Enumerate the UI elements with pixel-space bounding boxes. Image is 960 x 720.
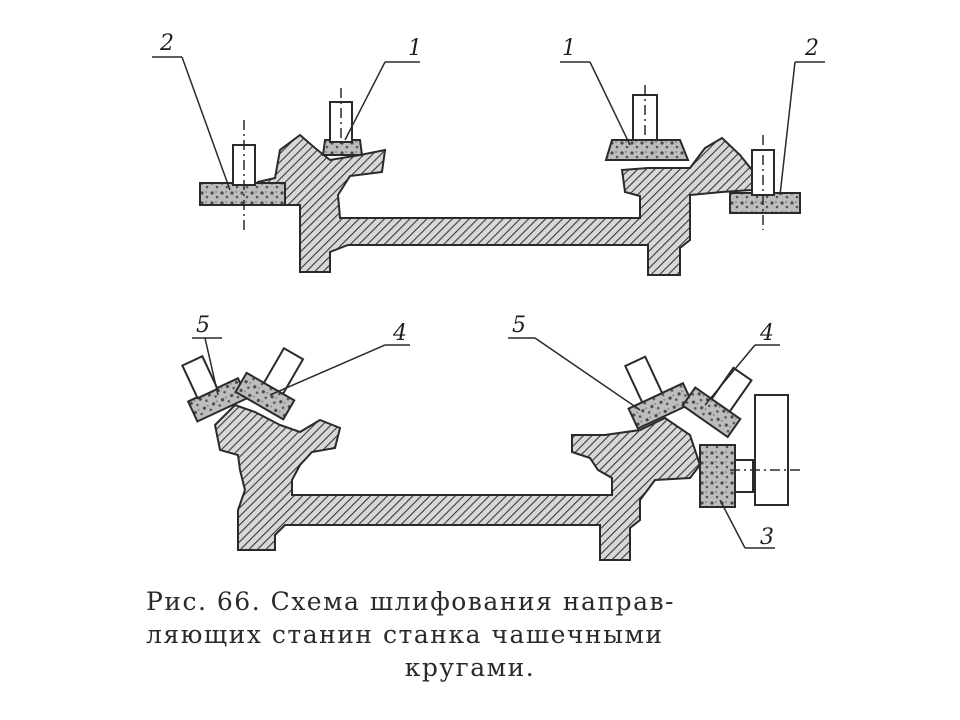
label-bottom-right-3: 3 <box>760 525 774 550</box>
bottom-right-spindle-3 <box>734 459 754 493</box>
bottom-left-spindle-5 <box>181 354 219 400</box>
label-bottom-left-5: 5 <box>196 313 210 338</box>
bottom-bed-body <box>213 403 702 561</box>
bottom-left-spindle-4 <box>262 346 305 396</box>
top-bed-section: 2 1 1 2 <box>152 31 825 276</box>
bottom-right-wheel-3 <box>699 444 736 508</box>
label-top-left-1: 1 <box>408 36 422 61</box>
top-bed-body <box>253 133 753 276</box>
label-bottom-right-4: 4 <box>759 321 774 346</box>
label-top-left-2: 2 <box>159 31 174 56</box>
top-right-wheel-1 <box>604 139 690 161</box>
label-top-right-2: 2 <box>804 36 819 61</box>
top-left-wheel-2 <box>199 182 286 206</box>
figure-caption: Рис. 66. Схема шлифования направ- ляющих… <box>140 585 800 684</box>
bottom-right-motor-housing <box>754 394 789 506</box>
bottom-bed-section: 5 4 5 4 3 <box>181 313 800 561</box>
caption-line-2: ляющих станин станка чашечными <box>146 620 664 649</box>
label-bottom-left-4: 4 <box>392 321 407 346</box>
label-top-right-1: 1 <box>562 36 576 61</box>
caption-line-1: Рис. 66. Схема шлифования направ- <box>146 587 675 616</box>
label-bottom-right-5: 5 <box>512 313 526 338</box>
bottom-right-spindle-5 <box>623 355 664 404</box>
caption-line-3: кругами. <box>404 653 536 682</box>
